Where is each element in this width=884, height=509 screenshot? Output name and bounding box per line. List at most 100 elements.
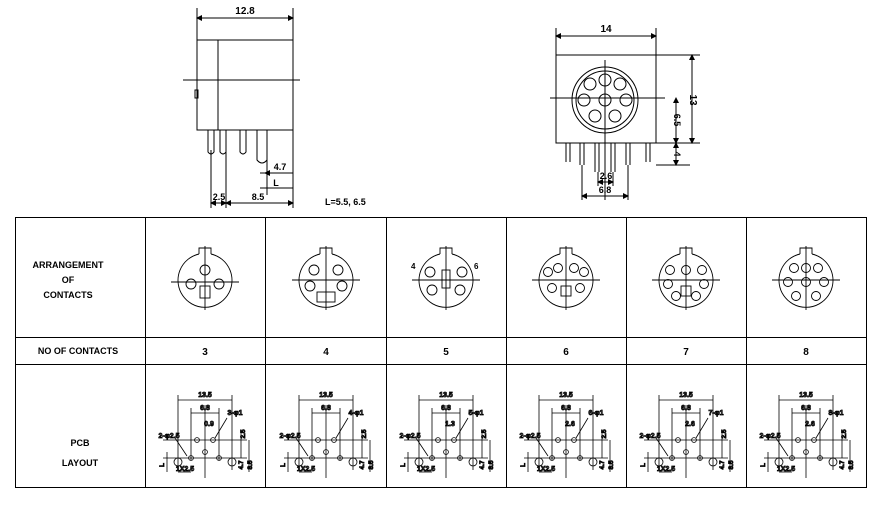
pcb-inner-label: 2.6	[565, 421, 575, 428]
pcb-dim-8-5: 8.5	[608, 460, 615, 469]
pcb-mid-label: 6.8	[441, 405, 451, 412]
pcb-pitch-label: 1X2.5	[777, 466, 795, 473]
table-grid	[15, 217, 867, 488]
count-6: 6	[563, 347, 569, 358]
pcb-dim-4-7: 4.7	[599, 460, 606, 469]
pcb-dim-L: L	[640, 463, 647, 467]
pcb-inner-label: 2.6	[805, 421, 815, 428]
pcb-pin-label: 2-φ2.5	[400, 433, 421, 440]
pcb-dim-4-7: 4.7	[719, 460, 726, 469]
arrangement-6	[532, 246, 600, 310]
pcb-mid-label: 6.8	[561, 405, 571, 412]
dim-2-5: 2.5	[213, 192, 226, 202]
dim-4: 4	[672, 151, 682, 156]
pcb-pitch-label: 1X2.5	[417, 466, 435, 473]
pin5-label-left: 4	[411, 262, 416, 271]
pcb-pin-label: 2-φ2.5	[640, 433, 661, 440]
side-width-label: 12.8	[235, 6, 255, 17]
count-7: 7	[683, 347, 689, 358]
pcb-width-label: 13.5	[559, 392, 573, 399]
pcb-holes-label: 3-φ1	[227, 410, 242, 417]
pcb-dim-4-7: 4.7	[238, 460, 245, 469]
pcb-width-label: 13.5	[679, 392, 693, 399]
pcb-pitch-label: 1X2.5	[657, 466, 675, 473]
pcb-dim-8-5: 8.5	[848, 460, 855, 469]
row-label-pcb-2: LAYOUT	[62, 458, 99, 468]
pcb-pitch-label: 1X2.5	[537, 466, 555, 473]
count-5: 5	[443, 347, 449, 358]
pcb-holes-label: 8-φ1	[828, 410, 843, 417]
pcb-width-label: 13.5	[799, 392, 813, 399]
pcb-dim-8-5: 8.5	[488, 460, 495, 469]
pcb-dim-L: L	[400, 463, 407, 467]
pcb-dim-4-7: 4.7	[839, 460, 846, 469]
count-4: 4	[323, 347, 329, 358]
pcb-width-label: 13.5	[198, 392, 212, 399]
pcb-holes-label: 7-φ1	[708, 410, 723, 417]
pcb-inner-label: 2.6	[685, 421, 695, 428]
side-view	[183, 8, 300, 208]
pcb-dim-L: L	[760, 463, 767, 467]
pcb-pin-label: 2-φ2.5	[280, 433, 301, 440]
pcb-pitch-label: 1X2.5	[297, 466, 315, 473]
row-label-arrangement-3: CONTACTS	[43, 290, 92, 300]
pcb-height-label: 2.5	[601, 429, 608, 438]
pin5-label-right: 6	[474, 262, 479, 271]
pcb-dim-8-5: 8.5	[368, 460, 375, 469]
pcb-dim-8-5: 8.5	[247, 460, 254, 469]
count-3: 3	[202, 347, 208, 358]
pcb-inner-label: 0.9	[204, 421, 214, 428]
pcb-mid-label: 6.8	[801, 405, 811, 412]
pcb-height-label: 2.5	[240, 429, 247, 438]
pcb-inner-label: 1.3	[445, 421, 455, 428]
pcb-pitch-label: 1X2.5	[176, 466, 194, 473]
dim-8-5: 8.5	[252, 192, 265, 202]
dim-L: L	[273, 178, 279, 188]
front-width-label: 14	[600, 24, 612, 35]
pcb-dim-4-7: 4.7	[479, 460, 486, 469]
dim-6-5: 6.5	[672, 114, 682, 127]
arrangement-7	[652, 246, 720, 310]
pcb-mid-label: 6.8	[200, 405, 210, 412]
row-label-arrangement-1: ARRANGEMENT	[33, 260, 105, 270]
row-label-count: NO OF CONTACTS	[38, 346, 118, 356]
pcb-dim-8-5: 8.5	[728, 460, 735, 469]
dim-4-7: 4.7	[274, 162, 287, 172]
pcb-pin-label: 2-φ2.5	[760, 433, 781, 440]
pcb-holes-label: 5-φ1	[468, 410, 483, 417]
dim-6-8: 6.8	[599, 185, 612, 195]
pcb-dim-L: L	[520, 463, 527, 467]
pcb-width-label: 13.5	[319, 392, 333, 399]
pcb-dim-4-7: 4.7	[359, 460, 366, 469]
row-label-arrangement-2: OF	[62, 275, 75, 285]
top-drawings: 12.8 4.7 L 2.5 8.5 L=5.5, 6.5	[183, 6, 700, 208]
pcb-dim-L: L	[159, 463, 166, 467]
pcb-holes-label: 4-φ1	[348, 410, 363, 417]
pcb-dim-L: L	[280, 463, 287, 467]
pcb-mid-label: 6.8	[321, 405, 331, 412]
pcb-holes-label: 6-φ1	[588, 410, 603, 417]
count-8: 8	[803, 347, 809, 358]
pcb-pin-label: 2-φ2.5	[520, 433, 541, 440]
pcb-height-label: 2.5	[361, 429, 368, 438]
pcb-pin-label: 2-φ2.5	[159, 433, 180, 440]
pcb-mid-label: 6.8	[681, 405, 691, 412]
pcb-height-label: 2.5	[721, 429, 728, 438]
row-label-pcb-1: PCB	[70, 438, 90, 448]
arrangement-5	[412, 246, 480, 310]
pcb-height-label: 2.5	[481, 429, 488, 438]
arrangement-3	[171, 246, 239, 310]
front-view	[550, 28, 700, 200]
pcb-width-label: 13.5	[439, 392, 453, 399]
pcb-height-label: 2.5	[841, 429, 848, 438]
L-note: L=5.5, 6.5	[325, 197, 366, 207]
arrangement-8	[772, 246, 840, 310]
